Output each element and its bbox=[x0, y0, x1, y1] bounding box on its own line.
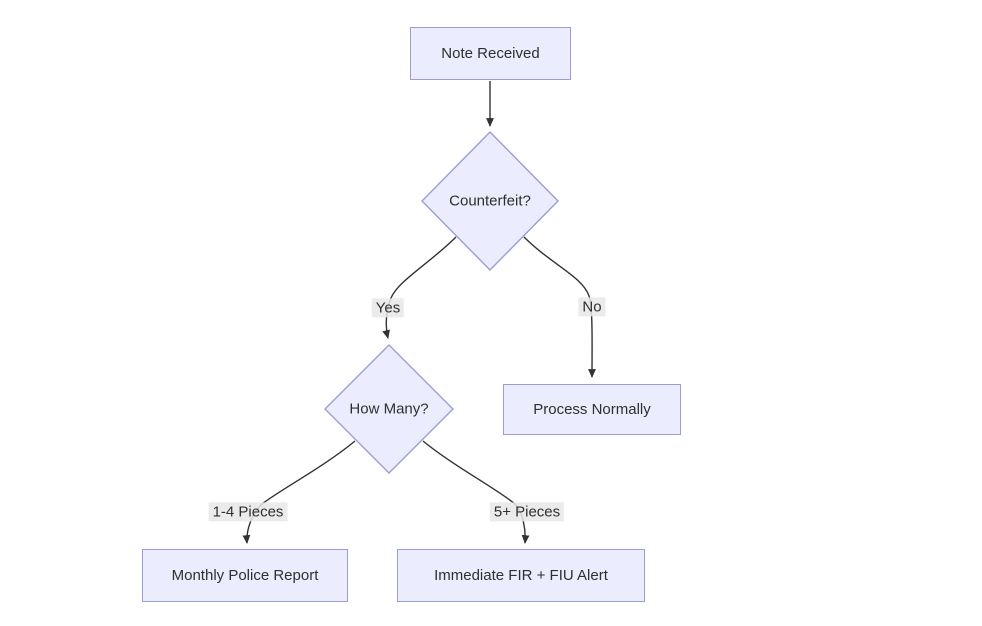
node-how-many-diamond-shape bbox=[324, 344, 454, 474]
edge-how-many-5plus-to-immediate-fir bbox=[422, 440, 530, 544]
edge-counterfeit-no-to-process-normally bbox=[523, 236, 596, 378]
edge-label-1-4-pieces: 1-4 Pieces bbox=[208, 502, 288, 522]
edge-label-yes: Yes bbox=[371, 298, 405, 318]
node-monthly-police-report-label: Monthly Police Report bbox=[171, 566, 319, 584]
edge-label-5-plus-pieces: 5+ Pieces bbox=[489, 502, 565, 522]
node-note-received: Note Received bbox=[410, 27, 571, 80]
node-process-normally: Process Normally bbox=[503, 384, 681, 435]
node-process-normally-label: Process Normally bbox=[533, 400, 651, 418]
node-counterfeit-diamond-shape bbox=[421, 131, 559, 271]
node-immediate-fir-fiu-alert-label: Immediate FIR + FIU Alert bbox=[434, 566, 608, 584]
node-monthly-police-report: Monthly Police Report bbox=[142, 549, 348, 602]
edge-counterfeit-yes-to-how-many bbox=[382, 236, 457, 339]
node-counterfeit-label: Counterfeit? bbox=[449, 192, 531, 210]
node-note-received-label: Note Received bbox=[441, 44, 540, 62]
edge-how-many-1-4-to-monthly-report bbox=[242, 440, 356, 544]
node-immediate-fir-fiu-alert: Immediate FIR + FIU Alert bbox=[397, 549, 645, 602]
node-how-many-label: How Many? bbox=[349, 400, 429, 418]
edge-label-no: No bbox=[578, 297, 606, 317]
